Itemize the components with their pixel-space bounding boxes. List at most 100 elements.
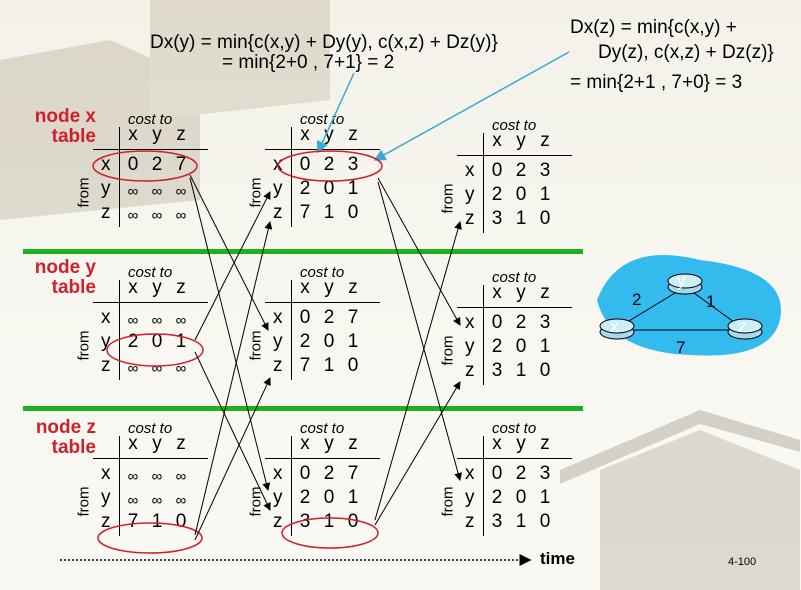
callout-arrow-y	[316, 72, 355, 154]
table-cell: 2	[515, 312, 527, 333]
row-label: z	[273, 511, 283, 532]
column-header: y	[324, 277, 334, 298]
table-cell: 0	[347, 511, 359, 532]
table-cell: 1	[323, 355, 335, 376]
table-horizontal-rule	[265, 302, 380, 303]
node-y-label: node y table	[20, 258, 96, 298]
row-label: y	[465, 336, 475, 357]
row-label: y	[101, 178, 111, 199]
table-vertical-rule	[119, 127, 120, 227]
table-cell: 1	[151, 511, 163, 532]
column-header: y	[152, 124, 162, 145]
row-label: x	[101, 154, 111, 175]
edge-xy-cost: 2	[632, 290, 642, 309]
callout-arrow-z	[373, 51, 570, 161]
table-cell: 2	[491, 487, 503, 508]
column-header: x	[300, 277, 310, 298]
row-label: x	[465, 463, 475, 484]
table-cell: 0	[323, 487, 335, 508]
node-x-label: node x table	[20, 107, 96, 147]
table-horizontal-rule	[93, 302, 208, 303]
cost-to-label: cost to	[128, 264, 173, 281]
cost-to-label: cost to	[300, 420, 345, 437]
column-header: y	[152, 433, 162, 454]
edge-yz-cost: 1	[706, 292, 716, 311]
table-horizontal-rule	[457, 155, 572, 156]
router-x-icon	[599, 318, 635, 340]
table-cell: ∞	[151, 360, 163, 377]
table-cell: 3	[347, 154, 359, 175]
arrows-col1-to-col2	[189, 174, 273, 541]
table-cell: 0	[299, 307, 311, 328]
table-cell: 2	[323, 307, 335, 328]
column-header: z	[348, 277, 358, 298]
node-y-label-line2: table	[51, 277, 96, 298]
column-header: x	[492, 433, 502, 454]
table-cell: 0	[515, 487, 527, 508]
table-cell: 0	[491, 463, 503, 484]
router-y-icon	[667, 273, 703, 295]
column-header: x	[492, 282, 502, 303]
row-label: z	[101, 202, 111, 223]
table-cell: 2	[515, 463, 527, 484]
row-label: y	[273, 178, 283, 199]
table-cell: 0	[515, 184, 527, 205]
node-y-label-line1: node y	[34, 257, 96, 278]
table-cell: 0	[151, 331, 163, 352]
table-cell: 2	[151, 154, 163, 175]
table-cell: 1	[539, 336, 551, 357]
table-cell: 2	[515, 160, 527, 181]
row-label: z	[101, 355, 111, 376]
formula-z-line3: = min{2+1 , 7+0} = 3	[570, 72, 743, 93]
table-cell: 0	[175, 511, 187, 532]
table-cell: 1	[347, 487, 359, 508]
arrows-col2-to-col3	[374, 177, 462, 526]
table-vertical-rule	[291, 436, 292, 536]
table-cell: ∞	[151, 207, 163, 224]
cost-to-label: cost to	[300, 264, 345, 281]
time-label: time	[540, 549, 575, 568]
column-header: x	[128, 433, 138, 454]
table-cell: 3	[539, 160, 551, 181]
table-cell: ∞	[127, 492, 139, 509]
table-cell: 0	[539, 208, 551, 229]
column-header: x	[492, 130, 502, 151]
formula-z-line2: Dy(z), c(x,z) + Dz(z)}	[598, 42, 774, 63]
divider-2	[23, 406, 583, 411]
table-cell: 0	[491, 312, 503, 333]
row-label: x	[465, 160, 475, 181]
table-cell: 7	[175, 154, 187, 175]
table-cell: 0	[299, 154, 311, 175]
edge-xz-cost: 7	[676, 338, 686, 357]
table-cell: 0	[299, 463, 311, 484]
table-cell: 0	[347, 355, 359, 376]
column-header: x	[300, 124, 310, 145]
highlight-z1-row	[281, 517, 379, 549]
table-cell: ∞	[151, 312, 163, 329]
column-header: z	[348, 433, 358, 454]
column-header: x	[128, 277, 138, 298]
row-label: z	[101, 511, 111, 532]
column-header: x	[128, 124, 138, 145]
table-vertical-rule	[119, 436, 120, 536]
column-header: z	[348, 124, 358, 145]
table-cell: ∞	[175, 492, 187, 509]
table-cell: 3	[491, 511, 503, 532]
cost-to-label: cost to	[492, 117, 537, 134]
row-label: x	[101, 463, 111, 484]
table-vertical-rule	[483, 133, 484, 233]
table-horizontal-rule	[93, 458, 208, 459]
table-cell: 0	[539, 360, 551, 381]
divider-1	[23, 249, 583, 254]
table-cell: 2	[127, 331, 139, 352]
table-horizontal-rule	[457, 458, 572, 459]
table-vertical-rule	[291, 127, 292, 227]
